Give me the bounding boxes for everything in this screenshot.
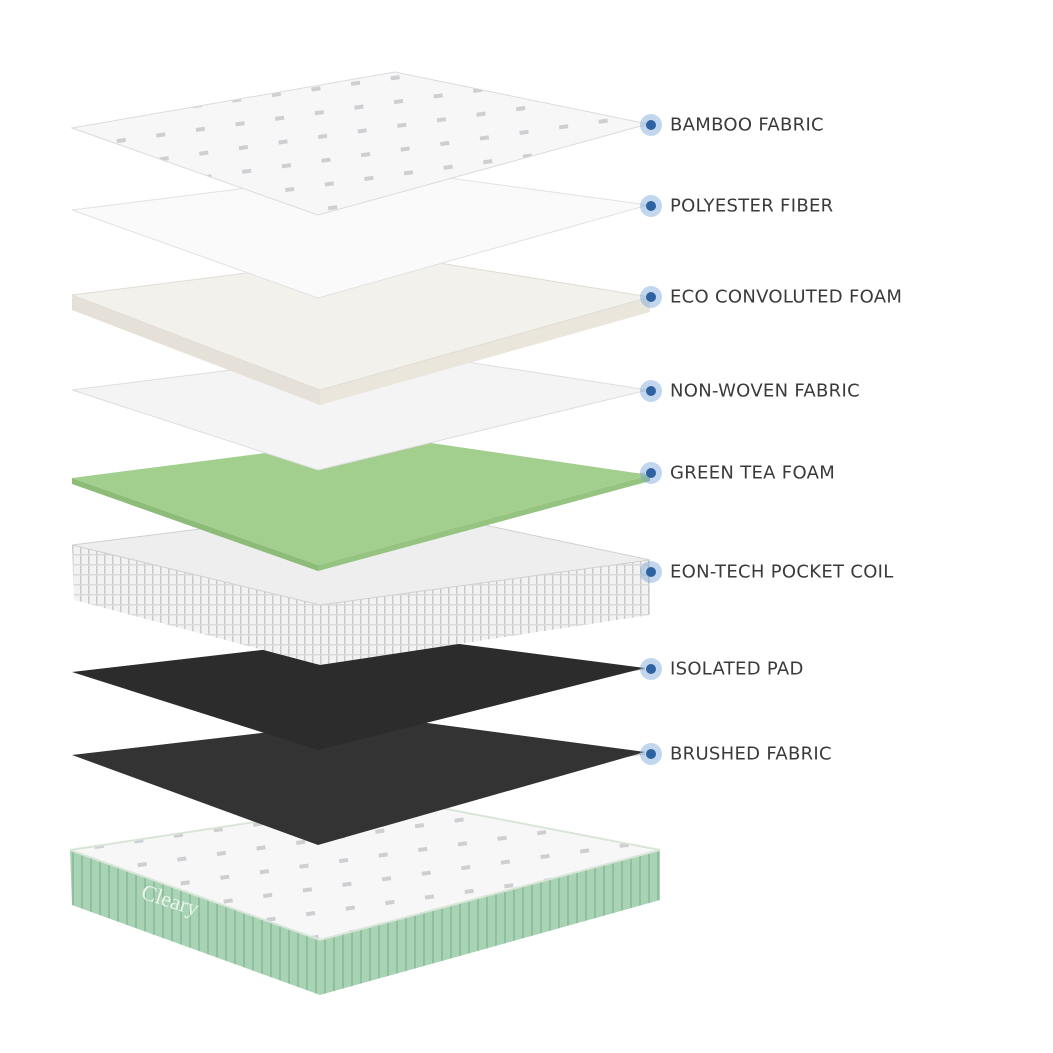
marker-dot-icon (640, 658, 662, 680)
marker-dot-icon (640, 380, 662, 402)
label-eon-tech-pocket-coil: EON-TECH POCKET COIL (670, 561, 894, 583)
label-brushed-fabric: BRUSHED FABRIC (670, 743, 832, 765)
layer-isolated-pad (72, 635, 645, 750)
marker-dot-icon (640, 462, 662, 484)
layer-brushed-fabric (72, 718, 645, 845)
label-isolated-pad: ISOLATED PAD (670, 658, 804, 680)
marker-dot-icon (640, 561, 662, 583)
marker-dot-icon (640, 286, 662, 308)
layer-eco-convoluted-foam (71, 254, 651, 405)
layer-green-tea-foam (72, 437, 650, 571)
label-non-woven-fabric: NON-WOVEN FABRIC (670, 380, 860, 402)
label-bamboo-fabric: BAMBOO FABRIC (670, 114, 824, 136)
label-polyester-fiber: POLYESTER FIBER (670, 195, 834, 217)
marker-dot-icon (640, 743, 662, 765)
label-eco-convoluted-foam: ECO CONVOLUTED FOAM (670, 286, 903, 308)
label-green-tea-foam: GREEN TEA FOAM (670, 462, 836, 484)
marker-dot-icon (640, 195, 662, 217)
marker-dot-icon (640, 114, 662, 136)
